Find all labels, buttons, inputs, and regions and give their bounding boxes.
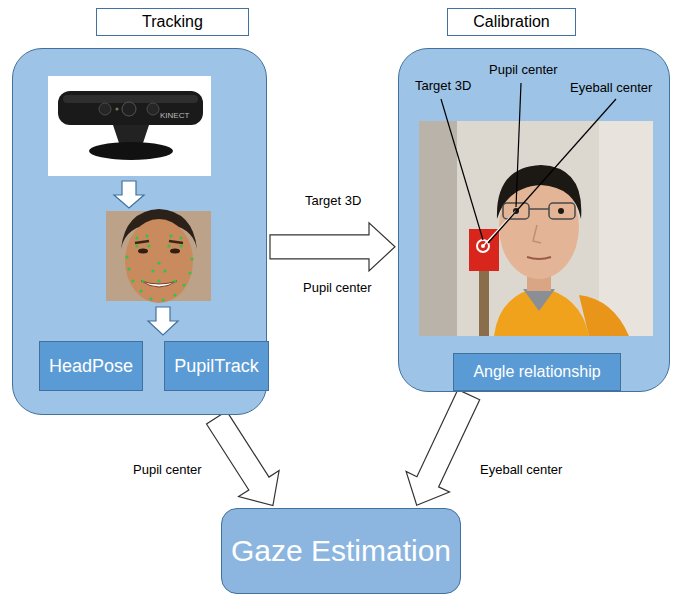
- box-label: HeadPose: [49, 356, 133, 377]
- calibration-photo: [479, 269, 489, 336]
- face-photo: [125, 234, 193, 301]
- callout-label: Target 3D: [415, 78, 471, 94]
- leader-line: [441, 99, 483, 240]
- callout-label: Pupil center: [489, 62, 558, 78]
- face-photo: [125, 219, 193, 303]
- group-panel: CalibrationAngle relationship: [398, 48, 670, 392]
- face-photo: [141, 279, 144, 282]
- leader-line: [488, 99, 616, 243]
- calibration-photo: [533, 225, 541, 243]
- title-box: Calibration: [447, 8, 576, 36]
- calibration-photo: [599, 121, 653, 336]
- face-photo: [167, 244, 170, 247]
- down-arrow: [114, 181, 144, 208]
- leader-line: [481, 244, 485, 248]
- block-arrow: [207, 411, 280, 505]
- face-photo: [179, 236, 182, 239]
- face-photo: [157, 279, 160, 282]
- face-photo: [149, 297, 152, 300]
- calibration-illustration: [399, 49, 671, 393]
- face-photo: [157, 261, 160, 264]
- down-arrow: [148, 307, 178, 335]
- calibration-photo: [494, 287, 589, 336]
- block-arrow: [270, 223, 395, 271]
- leader-line: [441, 83, 616, 252]
- face-photo: [139, 289, 142, 292]
- face-photo: [188, 271, 191, 274]
- face-photo: [161, 298, 164, 301]
- calibration-photo: [579, 295, 629, 336]
- kinect-photo: [122, 102, 136, 116]
- process-box: HeadPose: [39, 341, 143, 391]
- face-photo: [127, 267, 130, 270]
- kinect-photo: [115, 107, 118, 110]
- face-photo: [170, 249, 180, 254]
- face-photo: [147, 244, 150, 247]
- edge-label: Pupil center: [133, 462, 202, 478]
- callout-label: Eyeball center: [570, 80, 652, 96]
- box-label: Angle relationship: [473, 363, 600, 381]
- face-photo: [173, 279, 176, 282]
- calibration-photo: [523, 289, 555, 311]
- calibration-photo: [419, 121, 653, 336]
- calibration-photo: [529, 208, 549, 210]
- calibration-photo: [419, 121, 457, 336]
- face-photo: [135, 244, 138, 247]
- kinect-photo: [48, 76, 211, 176]
- face-photo: [163, 269, 166, 272]
- process-box: PupilTrack: [164, 341, 268, 391]
- process-box: Angle relationship: [453, 353, 621, 391]
- kinect-photo: [58, 91, 203, 125]
- box-label: Gaze Estimation: [231, 534, 451, 568]
- kinect-photo: [89, 142, 173, 160]
- calibration-photo: [527, 257, 551, 259]
- panel-title: Tracking: [142, 13, 203, 31]
- face-photo: [182, 283, 185, 286]
- kinect-photo: [147, 103, 159, 115]
- face-photo: [169, 234, 172, 237]
- leader-line: [477, 240, 489, 252]
- panel-title: Calibration: [473, 13, 549, 31]
- edge-label: Target 3D: [305, 193, 361, 209]
- group-panel: TrackingHeadPosePupilTrack: [12, 48, 267, 415]
- face-photo: [151, 269, 154, 272]
- face-photo: [145, 234, 148, 237]
- block-arrow: [406, 390, 480, 506]
- face-photo: [125, 255, 128, 258]
- edge-label: Eyeball center: [480, 462, 562, 478]
- kinect-photo: [99, 103, 111, 115]
- face-photo: [173, 293, 176, 296]
- device-text: KINECT: [160, 110, 189, 121]
- kinect-photo: [113, 125, 149, 143]
- face-photo: [179, 244, 182, 247]
- title-box: Tracking: [96, 8, 249, 36]
- face-photo: [190, 257, 193, 260]
- output-box: Gaze Estimation: [221, 508, 461, 594]
- calibration-photo: [419, 121, 653, 336]
- face-photo: [135, 236, 138, 239]
- face-photo: [135, 241, 183, 243]
- leader-line: [516, 83, 521, 207]
- calibration-photo: [558, 208, 564, 214]
- calibration-photo: [549, 203, 575, 219]
- down-arrow: [114, 181, 144, 208]
- face-photo: [138, 249, 148, 254]
- callout-label: Pupil center: [303, 280, 372, 296]
- down-arrow: [148, 307, 178, 335]
- box-label: PupilTrack: [174, 356, 258, 377]
- kinect-photo: [48, 76, 211, 176]
- calibration-photo: [497, 165, 581, 219]
- face-photo: [106, 209, 211, 303]
- face-photo: [131, 279, 134, 282]
